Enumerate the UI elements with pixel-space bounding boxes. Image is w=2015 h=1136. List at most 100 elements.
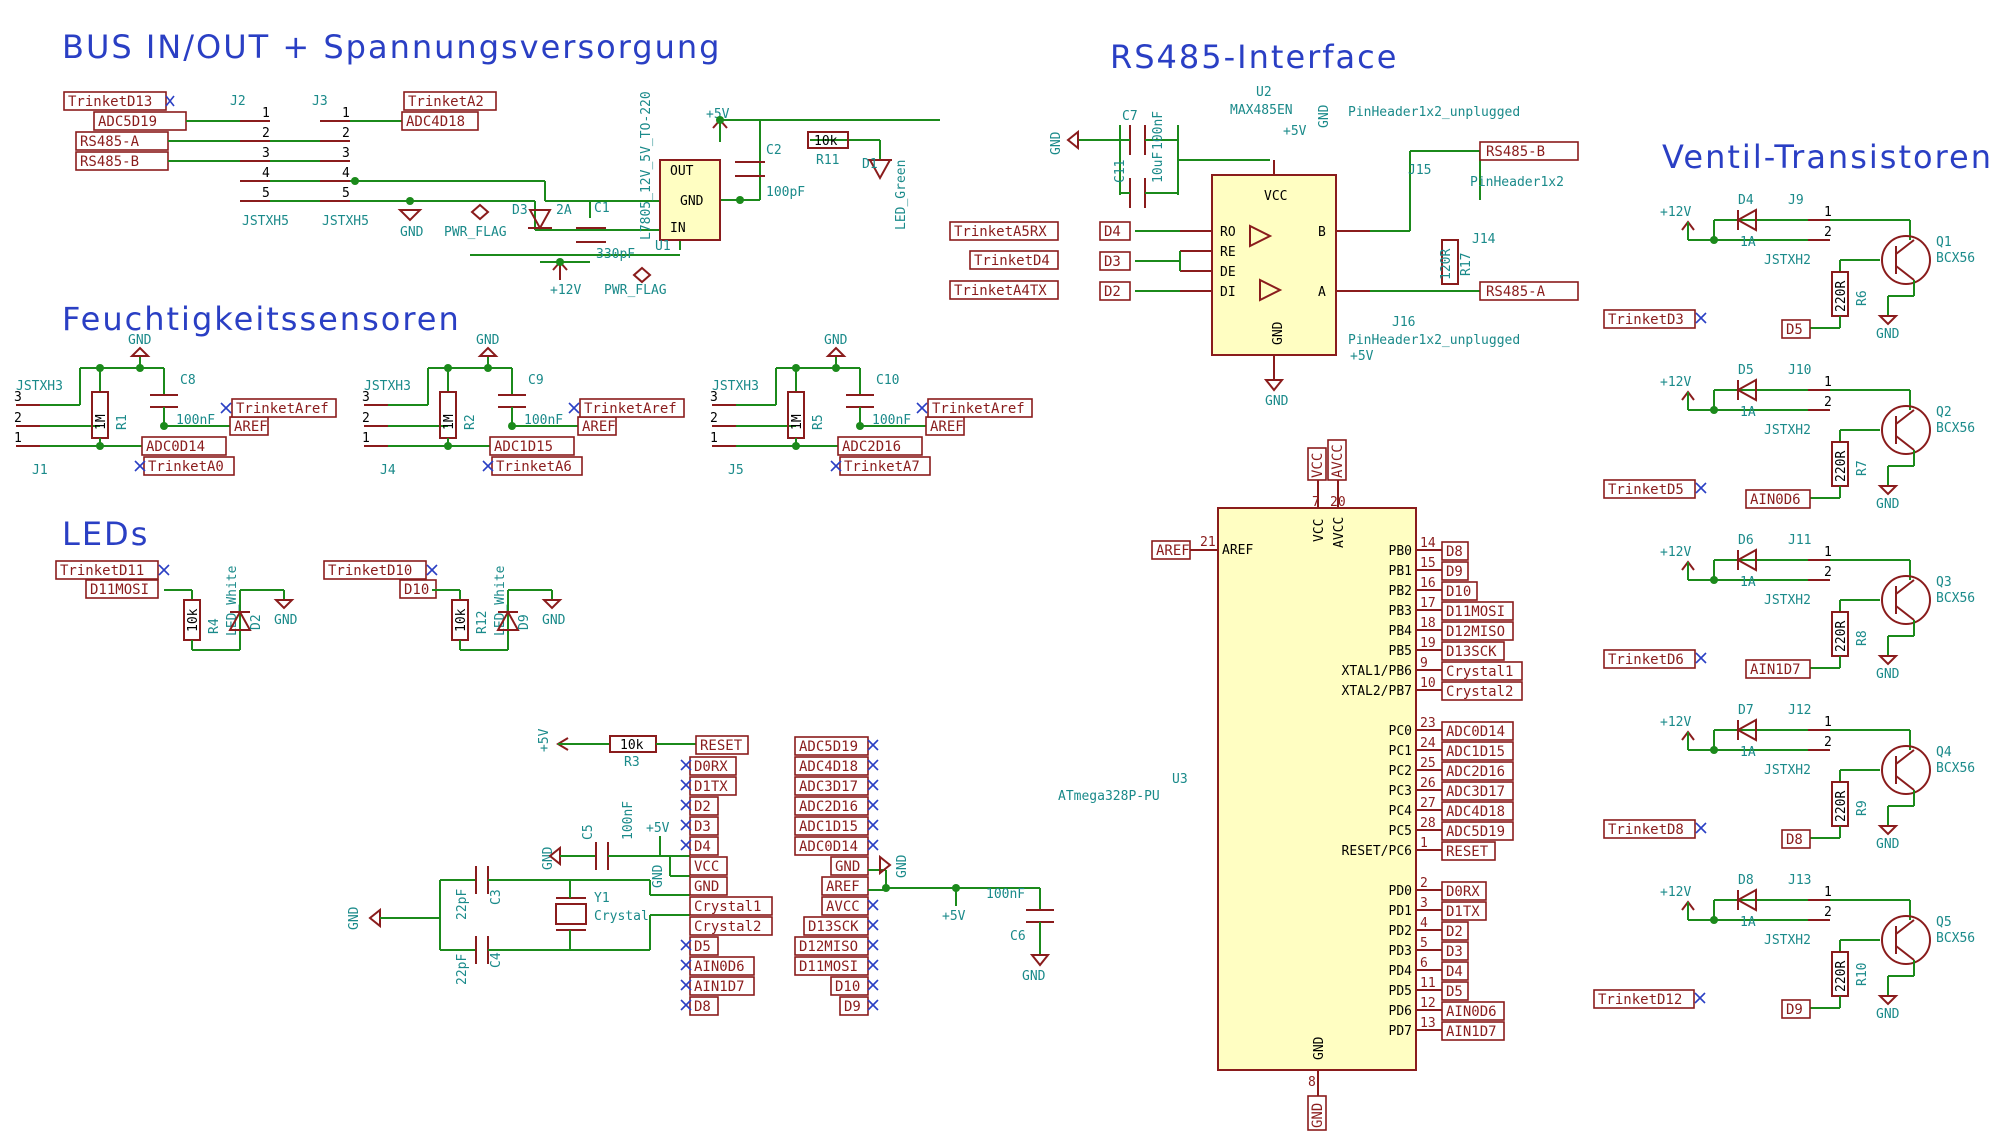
aux-left-label: D8 [694,999,711,1015]
svg-text:PB0: PB0 [1389,544,1412,559]
ref-j2: J2 [230,94,246,109]
svg-text:VCC: VCC [1310,453,1326,478]
sensor-adc: ADC0D14 [146,439,205,455]
mcu-net-label: D9 [1446,564,1463,580]
label-trinketA5RX: TrinketA5RX [954,224,1047,240]
sensor-trinket-aref: TrinketAref [932,401,1025,417]
svg-text:B: B [1318,225,1326,240]
svg-text:220R: 220R [1834,961,1849,992]
p5v-u2: +5V [1283,124,1307,139]
svg-text:JSTXH2: JSTXH2 [1764,423,1811,438]
aux-mid-label: D13SCK [808,919,859,935]
c7-c11: C7 100nF C11 10uF [1078,109,1270,208]
valve-trinket-label: TrinketD6 [1608,652,1684,668]
svg-text:GND: GND [1876,327,1900,342]
svg-text:3: 3 [1420,896,1428,911]
svg-text:D9: D9 [517,614,532,630]
aux-mid-label: ADC5D19 [799,739,858,755]
svg-text:3: 3 [710,390,718,405]
svg-text:PC1: PC1 [1389,744,1412,759]
c1-capacitor: C1 330pF [576,201,635,262]
aux-left-label: D3 [694,819,711,835]
svg-text:14: 14 [1420,536,1436,551]
c2-capacitor: C2 100pF [735,143,805,200]
svg-text:DE: DE [1220,265,1236,280]
aux-mid-label: ADC2D16 [799,799,858,815]
svg-text:1A: 1A [1740,235,1756,250]
led-net: D10 [404,582,429,598]
label-trinketA4TX: TrinketA4TX [954,283,1047,299]
svg-text:C3: C3 [489,889,504,905]
svg-text:R7: R7 [1855,460,1870,476]
sensor-aref: AREF [582,419,616,435]
svg-text:AVCC: AVCC [1332,517,1347,548]
svg-text:GND: GND [274,613,298,628]
label-rs485b-right: RS485-B [1486,144,1545,160]
svg-text:R10: R10 [1855,963,1870,986]
svg-text:1: 1 [710,431,718,446]
aux-left-label: D5 [694,939,711,955]
svg-text:D2: D2 [249,614,264,630]
svg-text:+5V: +5V [942,909,966,924]
ref-j14: J14 [1472,232,1496,247]
p12v-bus: +12V [550,283,581,298]
svg-text:22pF: 22pF [455,889,470,920]
svg-text:JSTXH2: JSTXH2 [1764,763,1811,778]
mcu-net-label: ADC3D17 [1446,784,1505,800]
gnd-j15: GND [1317,104,1332,128]
svg-text:MAX485EN: MAX485EN [1230,103,1293,118]
mcu-net-label: D0RX [1446,884,1480,900]
svg-text:1: 1 [1420,836,1428,851]
svg-text:C8: C8 [180,373,196,388]
svg-text:3: 3 [14,390,22,405]
label-rs485b-left: RS485-B [80,154,139,170]
label-trinketD4: TrinketD4 [974,253,1050,269]
svg-text:GND: GND [1876,1007,1900,1022]
label-rs485a-left: RS485-A [80,134,140,150]
svg-text:8: 8 [1308,1075,1316,1090]
ref-u3: U3 [1172,772,1188,787]
svg-text:PD5: PD5 [1389,984,1412,999]
svg-text:1: 1 [1824,715,1832,730]
aux-mid-label: D9 [844,999,861,1015]
svg-text:R2: R2 [463,414,478,430]
aux-left-label: D0RX [694,759,728,775]
svg-text:25: 25 [1420,756,1436,771]
svg-text:J9: J9 [1788,193,1804,208]
title-rs485: RS485-Interface [1110,38,1398,76]
label-rs485a-right: RS485-A [1486,284,1546,300]
val-j3: JSTXH5 [322,214,369,229]
svg-text:U1: U1 [655,239,671,254]
svg-text:Q5: Q5 [1936,915,1952,930]
mcu-net-label: ADC0D14 [1446,724,1505,740]
svg-text:2: 2 [710,411,718,426]
d3-diode: D3 2A [512,203,572,231]
valve-net-label: D5 [1786,322,1803,338]
aux-left-label: VCC [694,859,719,875]
svg-text:A: A [1318,285,1326,300]
valve-trinket-label: TrinketD12 [1598,992,1682,1008]
mcu-net-label: Crystal1 [1446,664,1513,680]
mcu-net-label: D10 [1446,584,1471,600]
svg-text:4: 4 [262,166,270,181]
svg-text:18: 18 [1420,616,1436,631]
svg-text:+12V: +12V [1660,885,1691,900]
ref-r17: R17 [1459,253,1474,276]
svg-text:1A: 1A [1740,405,1756,420]
svg-text:10k: 10k [454,608,469,632]
svg-text:GND: GND [541,846,556,870]
p5v-bus: +5V [706,107,730,122]
